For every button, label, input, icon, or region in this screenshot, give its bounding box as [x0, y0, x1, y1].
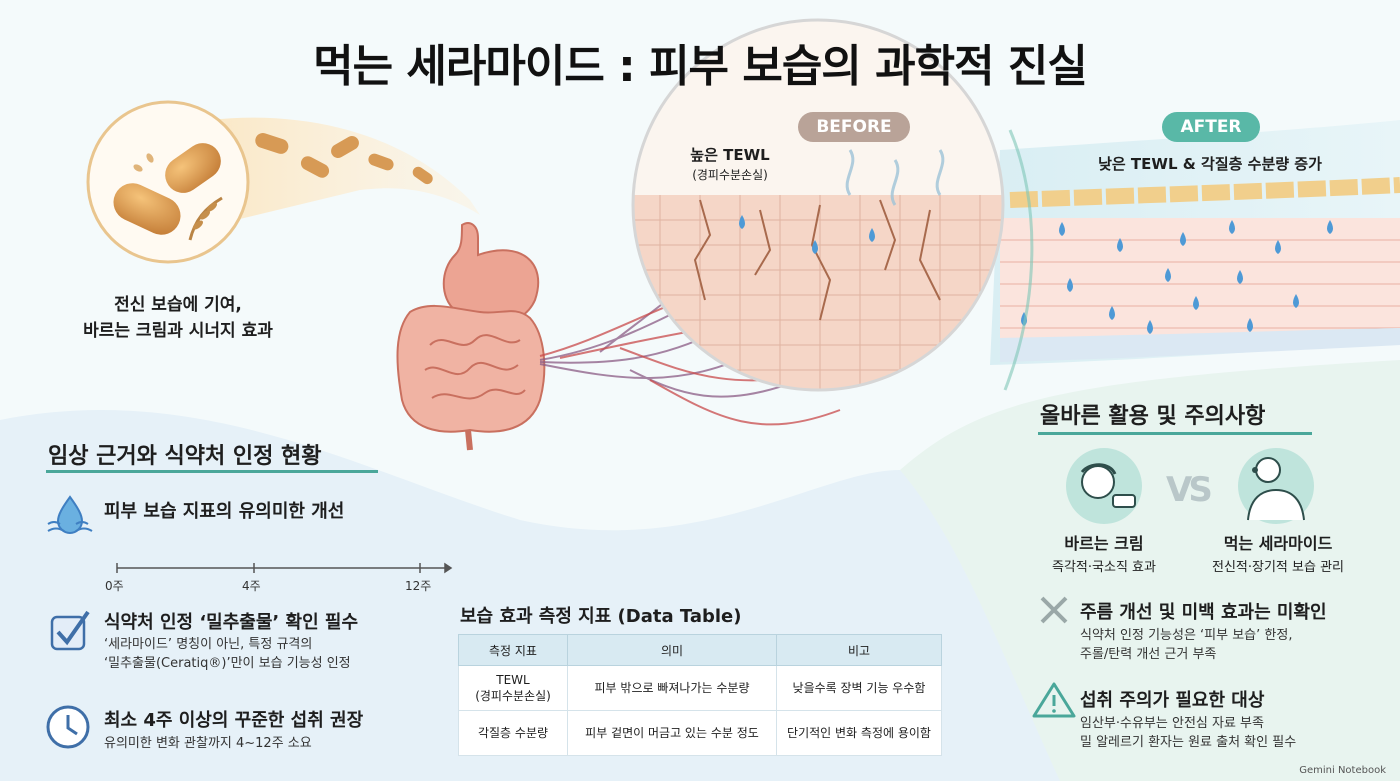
digestive-system-illustration — [396, 222, 546, 451]
cross-icon — [1040, 596, 1068, 624]
table-cell-metric-main: TEWL — [496, 673, 530, 687]
cream-desc: 즉각적·국소직 효과 — [1052, 560, 1156, 575]
warning1-title: 주름 개선 및 미백 효과는 미확인 — [1080, 602, 1327, 623]
clinical-item2-desc-line1: ‘세라마이드’ 명칭이 아닌, 특정 규격의 — [104, 637, 313, 652]
table-cell-metric: TEWL (경피수분손실) — [458, 665, 568, 711]
checkbox-icon — [50, 610, 90, 651]
clinical-item2-title: 식약처 인정 ‘밀추출물’ 확인 필수 — [104, 612, 359, 633]
table-title: 보습 효과 측정 지표 (Data Table) — [460, 606, 742, 627]
timeline-label-4: 4주 — [242, 579, 261, 593]
table-header-metric: 측정 지표 — [458, 634, 568, 666]
table-cell-meaning: 피부 밖으로 빠져나가는 수분량 — [567, 665, 777, 711]
clinical-heading: 임상 근거와 식약처 인정 현황 — [48, 444, 322, 469]
clock-icon — [46, 705, 90, 749]
intake-caption: 전신 보습에 기여, 바르는 크림과 시너지 효과 — [68, 292, 288, 344]
clinical-item3-title: 최소 4주 이상의 꾸준한 섭취 권장 — [104, 710, 364, 731]
after-skin-illustration — [990, 120, 1400, 365]
warning1-desc-line2: 주롤/탄력 개선 근거 부족 — [1080, 647, 1217, 662]
table-cell-metric: 각질층 수분량 — [458, 710, 568, 756]
timeline — [116, 562, 453, 574]
table-cell-meaning: 피부 겉면이 머금고 있는 수분 정도 — [567, 710, 777, 756]
warning2-title: 섭취 주의가 필요한 대상 — [1080, 690, 1265, 711]
clinical-item3-desc: 유의미한 변화 관찰까지 4~12주 소요 — [104, 736, 312, 751]
usage-heading: 올바른 활용 및 주의사항 — [1040, 404, 1266, 429]
warning2-desc: 임산부·수유부는 안전심 자료 부족 밀 알레르기 환자는 원료 출처 확인 필… — [1080, 714, 1296, 752]
flying-capsules — [255, 133, 433, 185]
warning-icon — [1032, 682, 1076, 718]
oral-title: 먹는 세라마이드 — [1223, 534, 1333, 553]
brand-footer: Gemini Notebook — [1299, 765, 1386, 776]
table-cell-note: 단기적인 변화 측정에 용이함 — [776, 710, 942, 756]
oral-desc: 전신적·장기적 보습 관리 — [1212, 560, 1344, 575]
oral-ceramide-person-icon — [1238, 448, 1314, 524]
table-cell-metric-sub: (경피수분손실) — [475, 689, 551, 703]
intake-caption-line2: 바르는 크림과 시너지 효과 — [83, 321, 273, 341]
before-badge: BEFORE — [798, 112, 910, 142]
before-skin-lens — [631, 18, 1005, 392]
warning1-desc: 식약처 인정 기능성은 ‘피부 보습’ 한정, 주롤/탄력 개선 근거 부족 — [1080, 626, 1292, 664]
table-header-row: 측정 지표 의미 비고 — [458, 634, 942, 666]
skin-cracks — [693, 199, 941, 321]
clinical-item1-title: 피부 보습 지표의 유의미한 개선 — [104, 501, 345, 522]
timeline-label-12: 12주 — [405, 579, 432, 593]
clinical-heading-underline — [46, 470, 378, 473]
warning1-desc-line1: 식약처 인정 기능성은 ‘피부 보습’ 한정, — [1080, 628, 1293, 643]
clinical-item2-desc-line2: ‘밀추출물(Ceratiq®)’만이 보습 기능성 인정 — [104, 656, 351, 671]
water-drop-icon — [47, 495, 93, 535]
data-table: 측정 지표 의미 비고 TEWL (경피수분손실) 피부 밖으로 빠져나가는 수… — [458, 634, 942, 756]
cream-face-icon — [1066, 448, 1142, 524]
page-title: 먹는 세라마이드 : 피부 보습의 과학적 진실 — [313, 41, 1088, 92]
after-label: 낮은 TEWL & 각질층 수분량 증가 — [1098, 155, 1322, 173]
capsule-icon — [86, 100, 250, 264]
before-label-main: 높은 TEWL — [690, 146, 770, 164]
table-header-note: 비고 — [776, 634, 942, 666]
timeline-label-0: 0주 — [105, 579, 124, 593]
table-cell-note: 낮을수록 장벽 기능 우수함 — [776, 665, 942, 711]
before-label: 높은 TEWL (경피수분손실) — [670, 145, 790, 185]
evaporation-lines — [845, 149, 945, 206]
intake-caption-line1: 전신 보습에 기여, — [114, 295, 242, 315]
table-row: TEWL (경피수분손실) 피부 밖으로 빠져나가는 수분량 낮을수록 장벽 기… — [458, 665, 942, 711]
warning2-desc-line2: 밀 알레르기 환자는 원료 출처 확인 필수 — [1080, 735, 1297, 750]
usage-heading-underline — [1038, 432, 1312, 435]
after-badge: AFTER — [1162, 112, 1260, 142]
table-header-meaning: 의미 — [567, 634, 777, 666]
warning2-desc-line1: 임산부·수유부는 안전심 자료 부족 — [1080, 716, 1264, 731]
before-label-sub: (경피수분손실) — [692, 168, 768, 182]
table-row: 각질층 수분량 피부 겉면이 머금고 있는 수분 정도 단기적인 변화 측정에 … — [458, 710, 942, 756]
cream-title: 바르는 크림 — [1064, 534, 1144, 553]
vs-label: VS — [1166, 470, 1213, 510]
clinical-item2-desc: ‘세라마이드’ 명칭이 아닌, 특정 규격의 ‘밀추출물(Ceratiq®)’만… — [104, 635, 351, 673]
